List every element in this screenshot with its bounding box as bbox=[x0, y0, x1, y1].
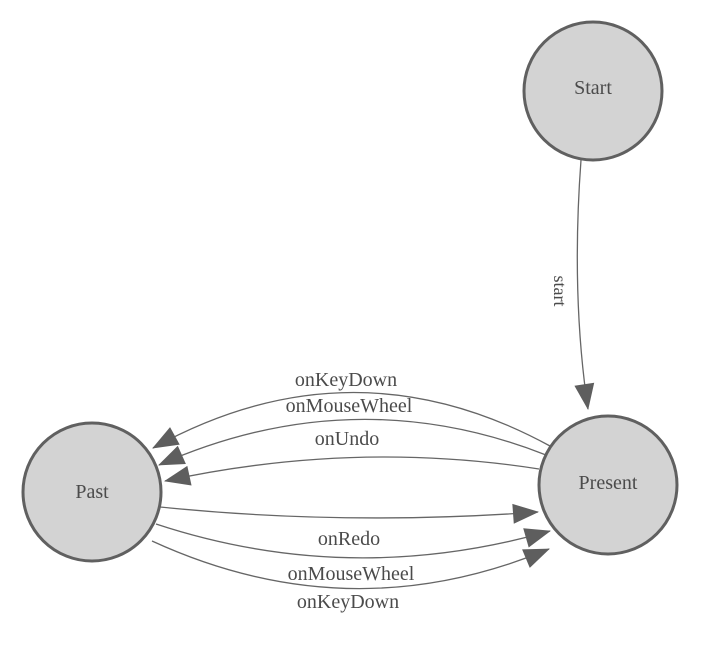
transition-onkeydown-to-past[interactable]: onKeyDown bbox=[152, 369, 551, 449]
transition-label-onredo-to-present: onRedo bbox=[318, 528, 380, 550]
state-label-start: Start bbox=[574, 77, 612, 99]
state-node-start[interactable]: Start bbox=[522, 20, 664, 162]
transition-path-onundo-to-past[interactable] bbox=[164, 456, 540, 486]
transition-onkeydown-to-present[interactable]: onKeyDown bbox=[151, 540, 550, 613]
transition-label-onkeydown-to-past: onKeyDown bbox=[295, 369, 397, 391]
transition-path-start[interactable] bbox=[574, 159, 595, 410]
state-circle-past[interactable] bbox=[21, 421, 163, 563]
state-label-present: Present bbox=[579, 472, 638, 494]
state-node-past[interactable]: Past bbox=[21, 421, 163, 563]
transition-label-onundo-to-past: onUndo bbox=[315, 428, 379, 450]
transition-path-onmousewheel-to-past[interactable] bbox=[158, 418, 547, 466]
transition-path-onkeydown-to-past[interactable] bbox=[152, 391, 551, 449]
transition-onundo-to-past[interactable]: onUndo bbox=[164, 428, 540, 486]
transition-path-onredo-to-present[interactable] bbox=[159, 503, 539, 524]
transition-onmousewheel-to-present[interactable]: onMouseWheel bbox=[155, 523, 551, 585]
transition-label-start: start bbox=[550, 276, 570, 307]
transition-start[interactable]: start bbox=[550, 159, 595, 410]
transition-label-onmousewheel-to-present: onMouseWheel bbox=[288, 563, 415, 585]
transition-label-onkeydown-to-present: onKeyDown bbox=[297, 591, 399, 613]
state-circle-start[interactable] bbox=[522, 20, 664, 162]
transition-label-onmousewheel-to-past: onMouseWheel bbox=[286, 395, 413, 417]
transition-onmousewheel-to-past[interactable]: onMouseWheel bbox=[158, 395, 547, 466]
transition-path-onkeydown-to-present[interactable] bbox=[151, 540, 550, 590]
transition-path-onmousewheel-to-present[interactable] bbox=[155, 523, 551, 559]
state-node-present[interactable]: Present bbox=[537, 414, 679, 556]
state-circle-present[interactable] bbox=[537, 414, 679, 556]
transition-onredo-to-present[interactable]: onRedo bbox=[159, 503, 539, 550]
state-label-past: Past bbox=[75, 481, 109, 503]
